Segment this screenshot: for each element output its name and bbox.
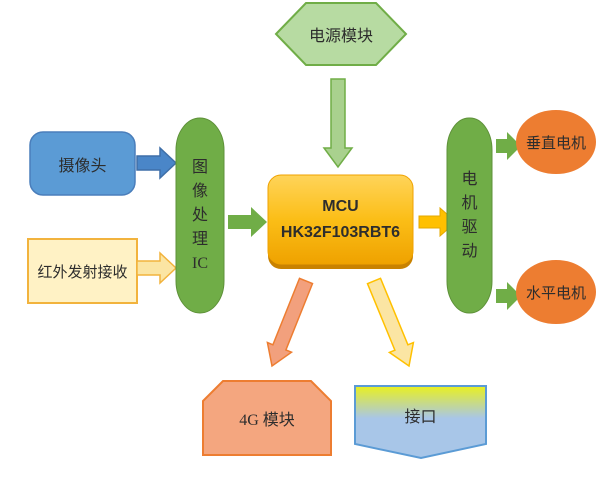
arrow-driver-to-vertical-motor <box>496 132 521 160</box>
camera-shape <box>29 131 136 196</box>
vertical-motor-shape <box>516 110 596 174</box>
image-ic-shape <box>175 117 225 314</box>
power-module-shape <box>274 2 408 66</box>
arrow-driver-to-horizontal-motor <box>496 282 521 310</box>
interface-shape <box>354 385 487 460</box>
arrow-infrared-to-ic <box>136 251 178 285</box>
motor-driver-shape <box>446 117 493 314</box>
arrow-camera-to-ic <box>136 146 178 180</box>
mcu-shape <box>267 174 414 265</box>
arrow-power-to-mcu <box>322 78 354 169</box>
arrow-mcu-to-interface <box>366 277 415 368</box>
infrared-shape <box>27 238 138 304</box>
module-4g-shape <box>202 380 332 456</box>
arrow-ic-to-mcu <box>228 207 267 237</box>
horizontal-motor-shape <box>516 260 596 324</box>
arrow-mcu-to-4g <box>266 277 314 368</box>
